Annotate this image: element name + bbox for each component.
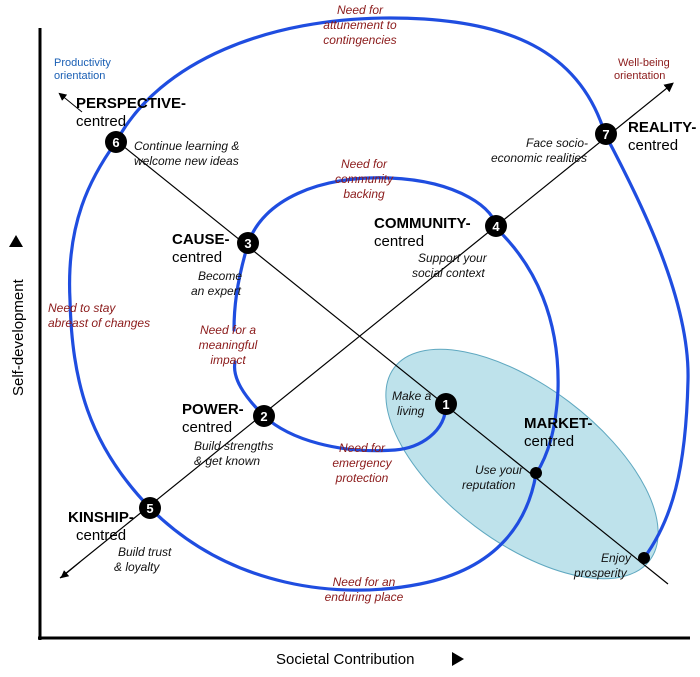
action-continue-1: Continue learning & — [134, 139, 239, 153]
productivity-arrow — [58, 92, 83, 113]
stage-marker-6: 6 — [105, 131, 127, 153]
need-impact-2: meaningful — [199, 338, 258, 352]
stage-marker-1: 1 — [435, 393, 457, 415]
need-attunement-3: contingencies — [323, 33, 396, 47]
kinship-title: KINSHIP- — [68, 509, 134, 526]
community-sub: centred — [374, 233, 424, 250]
need-emergency-1: Need for — [339, 441, 386, 455]
perspective-sub: centred — [76, 113, 126, 130]
wellbeing-label-1: Well-being — [618, 57, 670, 69]
x-axis-label: Societal Contribution — [276, 651, 414, 668]
reality-sub: centred — [628, 137, 678, 154]
action-expert-2: an expert — [191, 284, 242, 298]
action-expert-1: Become — [198, 269, 242, 283]
action-support-1: Support your — [418, 251, 488, 265]
need-impact-3: impact — [210, 353, 246, 367]
productivity-label-2: orientation — [54, 70, 105, 82]
prosperity-dot — [638, 552, 650, 564]
action-trust-2: & loyalty — [114, 560, 160, 574]
svg-text:3: 3 — [244, 236, 251, 251]
need-emergency-3: protection — [335, 471, 389, 485]
need-attunement-1: Need for — [337, 3, 384, 17]
market-title: MARKET- — [524, 415, 592, 432]
cause-title: CAUSE- — [172, 231, 230, 248]
wellbeing-label-2: orientation — [614, 70, 665, 82]
need-emergency-2: emergency — [332, 456, 392, 470]
svg-text:2: 2 — [260, 409, 267, 424]
need-community-2: community — [335, 172, 394, 186]
x-axis-arrow-icon — [452, 652, 464, 666]
action-trust-1: Build trust — [118, 545, 172, 559]
action-strengths-2: & get known — [194, 454, 260, 468]
need-enduring-1: Need for an — [333, 575, 396, 589]
reputation-dot — [530, 467, 542, 479]
svg-text:1: 1 — [442, 397, 449, 412]
kinship-sub: centred — [76, 527, 126, 544]
need-impact-1: Need for a — [200, 323, 256, 337]
action-living-2: living — [397, 404, 425, 418]
action-support-2: social context — [412, 266, 485, 280]
action-continue-2: welcome new ideas — [134, 154, 239, 168]
svg-text:6: 6 — [112, 135, 119, 150]
need-abreast-2: abreast of changes — [48, 316, 150, 330]
need-enduring-2: enduring place — [325, 590, 404, 604]
productivity-label-1: Productivity — [54, 57, 111, 69]
action-face-2: economic realities — [491, 151, 587, 165]
action-reputation-1: Use your — [475, 463, 524, 477]
svg-text:5: 5 — [146, 501, 153, 516]
action-prosperity-2: prosperity — [573, 566, 628, 580]
need-community-1: Need for — [341, 157, 388, 171]
stage-marker-4: 4 — [485, 215, 507, 237]
y-axis-arrow-icon — [9, 235, 23, 247]
y-axis-label: Self-development — [10, 278, 27, 396]
stage-marker-2: 2 — [253, 405, 275, 427]
community-title: COMMUNITY- — [374, 215, 471, 232]
perspective-title: PERSPECTIVE- — [76, 95, 186, 112]
action-face-1: Face socio- — [526, 136, 588, 150]
reality-title: REALITY- — [628, 119, 696, 136]
stage-marker-5: 5 — [139, 497, 161, 519]
stage-marker-3: 3 — [237, 232, 259, 254]
action-strengths-1: Build strengths — [194, 439, 273, 453]
action-reputation-2: reputation — [462, 478, 516, 492]
need-attunement-2: attunement to — [323, 18, 397, 32]
svg-text:7: 7 — [602, 127, 609, 142]
productivity-diagonal — [117, 141, 669, 585]
cause-sub: centred — [172, 249, 222, 266]
wellbeing-arrow-lower — [60, 561, 81, 579]
svg-text:4: 4 — [492, 219, 500, 234]
need-community-3: backing — [343, 187, 385, 201]
action-prosperity-1: Enjoy — [601, 551, 632, 565]
power-sub: centred — [182, 419, 232, 436]
market-sub: centred — [524, 433, 574, 450]
wellbeing-diagonal — [59, 82, 674, 579]
need-abreast-1: Need to stay — [48, 301, 116, 315]
action-living-1: Make a — [392, 389, 432, 403]
power-title: POWER- — [182, 401, 244, 418]
stage-marker-7: 7 — [595, 123, 617, 145]
